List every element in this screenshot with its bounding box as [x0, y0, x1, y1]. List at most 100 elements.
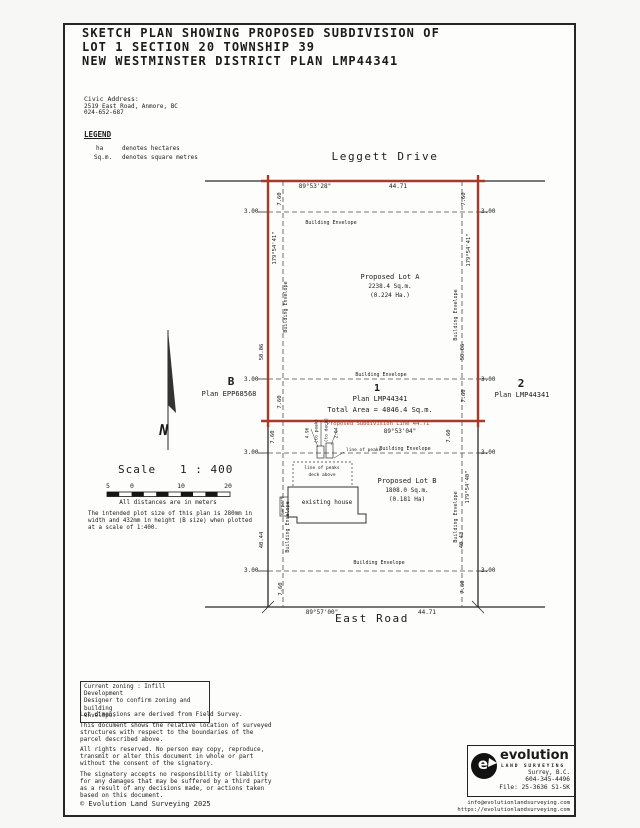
dim-label: 7.60 [276, 395, 283, 409]
house-peaks-leader-label: line of peaks [346, 448, 382, 453]
house-dim-label: (to peak) [314, 418, 320, 444]
scale-tick: 0 [130, 482, 134, 490]
existing-house-outline [279, 421, 367, 524]
lot-a-highlight [261, 175, 485, 427]
house-deck-label: deck above [308, 473, 336, 478]
street-label-bottom: East Road [334, 612, 410, 625]
dim-label: 7.60 [277, 582, 284, 596]
page-title-line3: NEW WESTMINSTER DISTRICT PLAN LMP44341 [82, 54, 399, 68]
dim-label: 50.06 [258, 343, 265, 361]
scale-units-note: All distances are in meters [119, 499, 217, 506]
bearing-label: 179°54'41" [465, 233, 472, 267]
lot-a-area-ha: (0.224 Ha.) [370, 292, 410, 299]
dim-label: 3.00 [481, 449, 496, 456]
legend-meaning-ha: denotes hectares [122, 145, 180, 152]
note-paragraph: All rights reserved. No person may copy,… [80, 746, 265, 767]
distance-label: 44.71 [388, 183, 408, 190]
house-peaks-label: line of peaks [304, 466, 340, 471]
dim-label: 3.00 [481, 376, 496, 383]
building-envelope-label: Building Envelope [305, 220, 357, 226]
dim-label: 3.00 [244, 208, 259, 215]
note-paragraph: The signatory accepts no responsibility … [80, 771, 272, 799]
building-envelope-label: Building Envelope [453, 289, 460, 341]
bearing-label: 179°54'41" [271, 231, 278, 265]
bearing-label: 89°53'04" [383, 428, 417, 435]
bearing-label: 89°57'00" [305, 609, 339, 616]
building-envelope-label: Building Envelope [355, 372, 407, 378]
parcel-number: 2 [517, 377, 525, 390]
dim-label: 7.60 [269, 430, 276, 444]
dim-label: 7.60 [445, 429, 452, 443]
dim-label: 7.60 [276, 192, 283, 206]
lot-a-area: 2238.4 Sq.m. [368, 283, 412, 290]
dim-label: 50.06 [459, 343, 466, 361]
parcel-number: B [227, 375, 235, 388]
legend-heading: LEGEND [84, 130, 112, 139]
scale-ratio: 1 : 400 [180, 463, 234, 476]
bearing-label: 89°53'28" [298, 183, 332, 190]
parcel-number: 1 [373, 383, 381, 394]
logo-phone: 604-345-4496 [525, 776, 570, 783]
dim-label: 7.60 [460, 192, 467, 206]
legend-abbr-sqm: Sq.m. [94, 154, 113, 161]
logo-city: Surrey, B.C. [528, 770, 570, 776]
civic-address-line2: 024-652-687 [84, 109, 124, 116]
logo-box [467, 745, 575, 797]
distance-label: 44.71 [417, 609, 437, 616]
logo-brand: evolution [500, 748, 569, 763]
bearing-label: 179°54'40" [464, 470, 471, 504]
legend-abbr-ha: ha [96, 145, 104, 152]
scale-tick: 20 [224, 482, 232, 490]
dim-label: 3.00 [481, 567, 496, 574]
parcel-plan: Plan EPP68568 [201, 390, 257, 398]
dim-label: 7.60 [459, 580, 466, 594]
lot-a-name: Proposed Lot A [360, 273, 420, 281]
logo-website: https://evolutionlandsurveying.com [457, 807, 570, 813]
zoning-line1: Current zoning : Infill Development [84, 684, 166, 698]
subdivision-line-label: Proposed Subdivision Line 44.71 [326, 421, 430, 427]
plot-size-note: The intended plot size of this plan is 2… [88, 511, 253, 531]
note-paragraph: Lot dimensions are derived from Field Su… [80, 711, 243, 718]
dim-label: 40.43 [458, 531, 465, 549]
house-dim-label: (to deck) [324, 417, 330, 443]
logo-monogram: e [477, 755, 489, 773]
scale-bar [106, 491, 231, 497]
page-title-line1: SKETCH PLAN SHOWING PROPOSED SUBDIVISION… [82, 26, 440, 40]
logo-mark [471, 753, 497, 779]
civic-address-label: Civic Address: [84, 95, 139, 103]
house-label: existing house [301, 499, 353, 506]
dim-label: 3.00 [244, 449, 259, 456]
parcel-plan: Plan LMP44341 [352, 395, 408, 403]
lot-b-name: Proposed Lot B [377, 477, 437, 485]
dim-label: 3.00 [244, 567, 259, 574]
logo-email: info@evolutionlandsurveying.com [467, 800, 570, 806]
civic-address-line1: 2519 East Road, Anmore, BC [84, 103, 178, 110]
house-dim-label: 4.96 [305, 427, 311, 439]
dim-label: 3.00 [244, 376, 259, 383]
building-envelope-lines [268, 181, 478, 607]
dimension-ticks [258, 211, 488, 572]
street-label-top: Leggett Drive [331, 150, 439, 163]
building-envelope-label: Building Envelope [379, 446, 431, 452]
house-carport-label: carport [280, 496, 286, 516]
page-title-line2: LOT 1 SECTION 20 TOWNSHIP 39 [82, 40, 316, 54]
dim-label: 40.44 [258, 531, 265, 549]
scale-label: Scale [118, 463, 157, 476]
scale-tick: 10 [177, 482, 185, 490]
legend-meaning-sqm: denotes square metres [122, 154, 198, 161]
zoning-line3: envelope. [84, 712, 116, 719]
zoning-note-box: Current zoning : Infill Development Desi… [80, 681, 210, 724]
note-paragraph: This document shows the relative locatio… [80, 722, 272, 743]
dim-label: 7.60 [460, 389, 467, 403]
building-envelope-label: Building Envelope [453, 491, 460, 543]
parcel-plan: Plan LMP44341 [494, 391, 550, 399]
north-arrow [167, 330, 176, 450]
house-dim-label: 2.04 [334, 427, 340, 439]
dim-label: 3.00 [481, 208, 496, 215]
logo-tagline: LAND SURVEYING [501, 764, 565, 769]
zoning-line2: Designer to confirm zoning and building [84, 698, 191, 712]
copyright: © Evolution Land Surveying 2025 [80, 800, 211, 808]
lot-b-area-ha: (0.181 Ha) [388, 496, 426, 503]
